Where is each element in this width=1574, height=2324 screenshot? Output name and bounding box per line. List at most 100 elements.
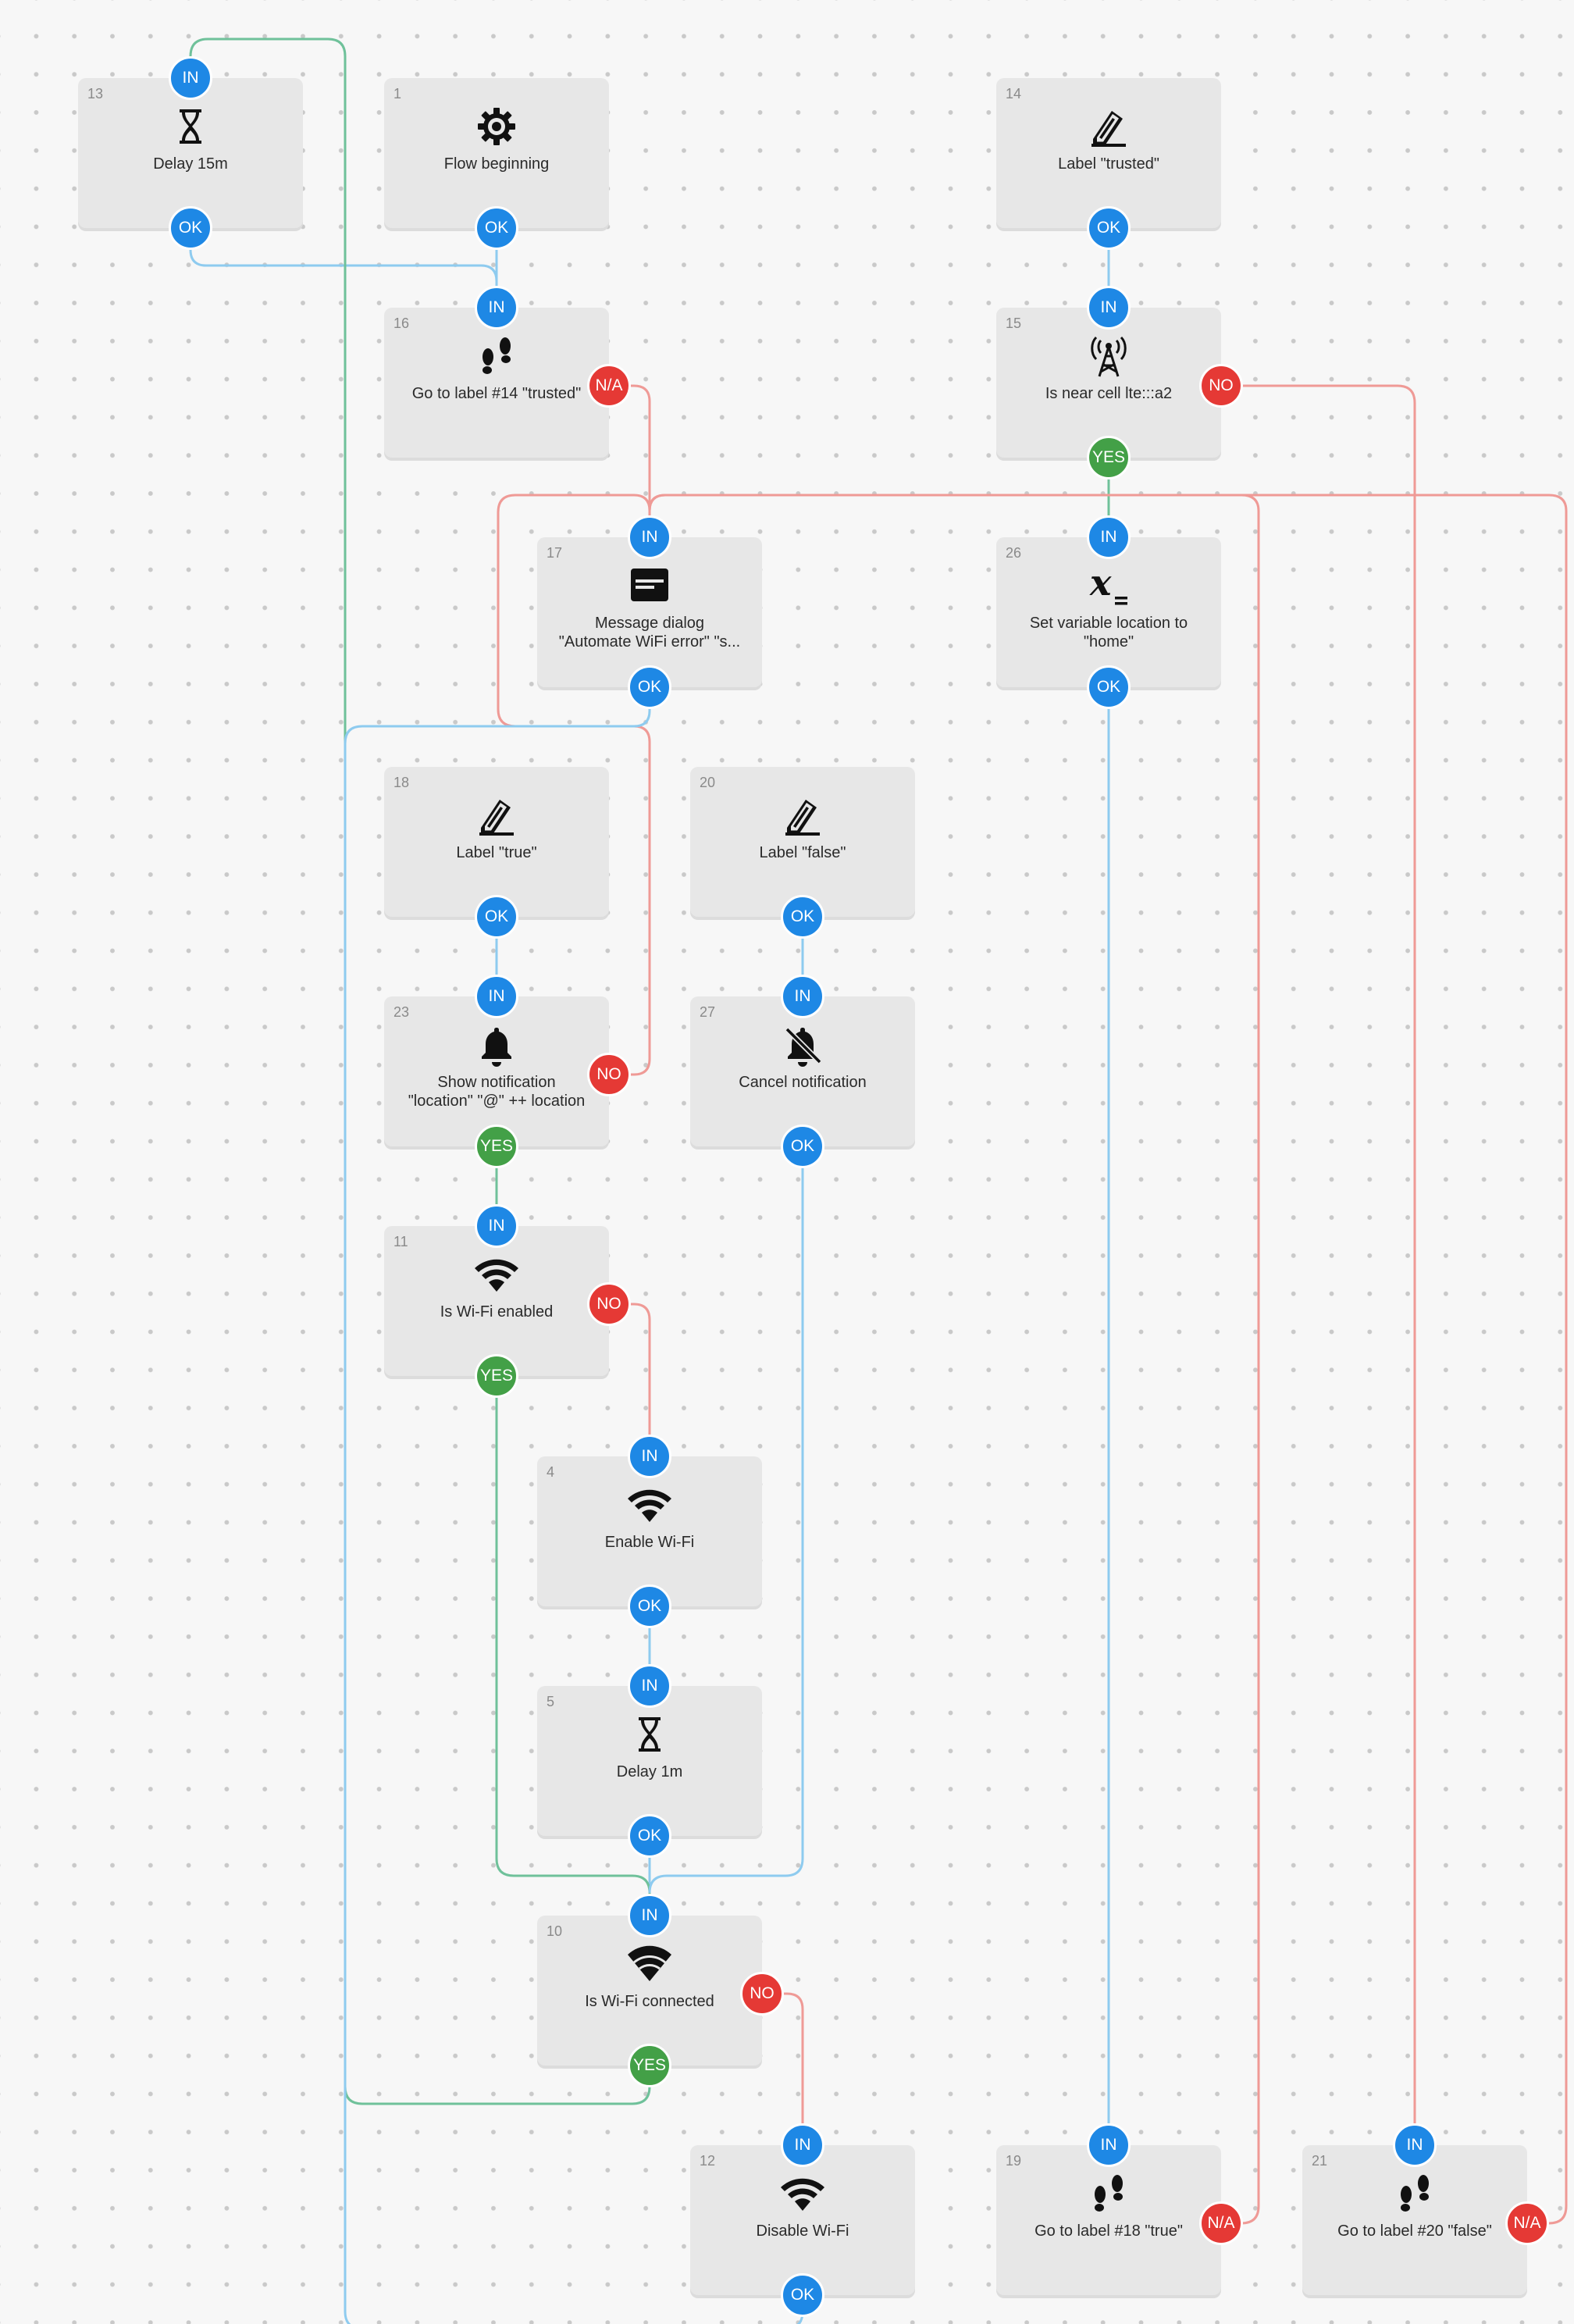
port-in[interactable]: IN bbox=[781, 2123, 824, 2167]
footprints-icon bbox=[1085, 2170, 1132, 2217]
block-number: 23 bbox=[394, 1004, 410, 1020]
block-16[interactable]: 16 Go to label #14 "trusted" bbox=[384, 308, 609, 458]
port-no[interactable]: NO bbox=[1199, 364, 1243, 408]
port-yes[interactable]: YES bbox=[628, 2044, 671, 2087]
gear-icon bbox=[473, 103, 520, 150]
block-number: 13 bbox=[87, 86, 104, 102]
port-ok[interactable]: OK bbox=[781, 1125, 824, 1168]
block-label: Flow beginning bbox=[443, 155, 550, 173]
port-ok[interactable]: OK bbox=[1087, 665, 1131, 709]
block-number: 5 bbox=[547, 1694, 555, 1709]
port-in[interactable]: IN bbox=[475, 1204, 518, 1248]
block-label: Go to label #18 "true" bbox=[1034, 2222, 1183, 2240]
block-number: 4 bbox=[547, 1464, 555, 1480]
block-number: 14 bbox=[1006, 86, 1022, 102]
port-in[interactable]: IN bbox=[628, 515, 671, 559]
wifi-connected-icon bbox=[626, 1941, 673, 1987]
hourglass-icon bbox=[626, 1711, 673, 1758]
block-number: 12 bbox=[700, 2153, 716, 2169]
port-ok[interactable]: OK bbox=[628, 1584, 671, 1628]
block-number: 16 bbox=[394, 315, 410, 331]
port-in[interactable]: IN bbox=[169, 56, 212, 100]
block-number: 1 bbox=[394, 86, 402, 102]
port-in[interactable]: IN bbox=[475, 286, 518, 330]
block-number: 18 bbox=[394, 775, 410, 790]
wifi-icon bbox=[473, 1251, 520, 1298]
port-ok[interactable]: OK bbox=[1087, 206, 1131, 250]
footprints-icon bbox=[1391, 2170, 1438, 2217]
bell-icon bbox=[473, 1021, 520, 1068]
block-19[interactable]: 19 Go to label #18 "true" bbox=[996, 2145, 1221, 2295]
wire-13-ok-to-16 bbox=[189, 228, 498, 308]
port-yes[interactable]: YES bbox=[1087, 436, 1131, 479]
block-number: 21 bbox=[1312, 2153, 1328, 2169]
port-na[interactable]: N/A bbox=[587, 364, 631, 408]
wire-17-ok-branch bbox=[344, 687, 651, 744]
port-ok[interactable]: OK bbox=[781, 2273, 824, 2317]
port-no[interactable]: NO bbox=[587, 1053, 631, 1096]
port-no[interactable]: NO bbox=[587, 1282, 631, 1326]
block-label: Is near cell lte:::a2 bbox=[1045, 385, 1173, 402]
bell-off-icon bbox=[779, 1021, 826, 1068]
port-in[interactable]: IN bbox=[1393, 2123, 1437, 2167]
block-label: Disable Wi-Fi bbox=[756, 2222, 849, 2240]
port-yes[interactable]: YES bbox=[475, 1354, 518, 1398]
port-in[interactable]: IN bbox=[628, 1664, 671, 1708]
block-label: Go to label #14 "trusted" bbox=[411, 385, 582, 402]
block-number: 17 bbox=[547, 545, 563, 561]
variable-x-icon: x bbox=[1085, 562, 1132, 609]
wire-15-no-to-21 bbox=[1221, 384, 1416, 2145]
port-in[interactable]: IN bbox=[475, 975, 518, 1018]
block-number: 11 bbox=[394, 1234, 408, 1249]
block-number: 27 bbox=[700, 1004, 716, 1020]
port-ok[interactable]: OK bbox=[628, 1814, 671, 1858]
port-in[interactable]: IN bbox=[628, 1894, 671, 1937]
label-pencil-icon bbox=[779, 792, 826, 839]
port-ok[interactable]: OK bbox=[169, 206, 212, 250]
port-no[interactable]: NO bbox=[740, 1972, 784, 2016]
hourglass-icon bbox=[167, 103, 214, 150]
block-label: Delay 15m bbox=[153, 155, 228, 173]
wire-21-na-to-17 bbox=[648, 494, 1568, 2225]
port-ok[interactable]: OK bbox=[628, 665, 671, 709]
port-na[interactable]: N/A bbox=[1505, 2201, 1549, 2245]
port-ok[interactable]: OK bbox=[781, 895, 824, 939]
port-yes[interactable]: YES bbox=[475, 1125, 518, 1168]
block-label: Message dialog "Automate WiFi error" "s.… bbox=[558, 615, 741, 651]
block-number: 19 bbox=[1006, 2153, 1022, 2169]
port-in[interactable]: IN bbox=[628, 1435, 671, 1478]
message-dialog-icon bbox=[626, 562, 673, 609]
cell-tower-icon bbox=[1085, 333, 1132, 380]
port-ok[interactable]: OK bbox=[475, 895, 518, 939]
port-na[interactable]: N/A bbox=[1199, 2201, 1243, 2245]
port-ok[interactable]: OK bbox=[475, 206, 518, 250]
svg-text:x: x bbox=[1089, 562, 1112, 604]
wire-12-ok-to-13 bbox=[344, 743, 804, 2324]
port-in[interactable]: IN bbox=[1087, 515, 1131, 559]
wifi-icon bbox=[626, 1481, 673, 1528]
port-in[interactable]: IN bbox=[781, 975, 824, 1018]
port-in[interactable]: IN bbox=[1087, 286, 1131, 330]
block-label: Cancel notification bbox=[739, 1074, 867, 1091]
block-label: Set variable location to "home" bbox=[1029, 615, 1188, 651]
port-in[interactable]: IN bbox=[1087, 2123, 1131, 2167]
wire-27-ok-to-10 bbox=[648, 1146, 804, 1894]
block-number: 20 bbox=[700, 775, 716, 790]
